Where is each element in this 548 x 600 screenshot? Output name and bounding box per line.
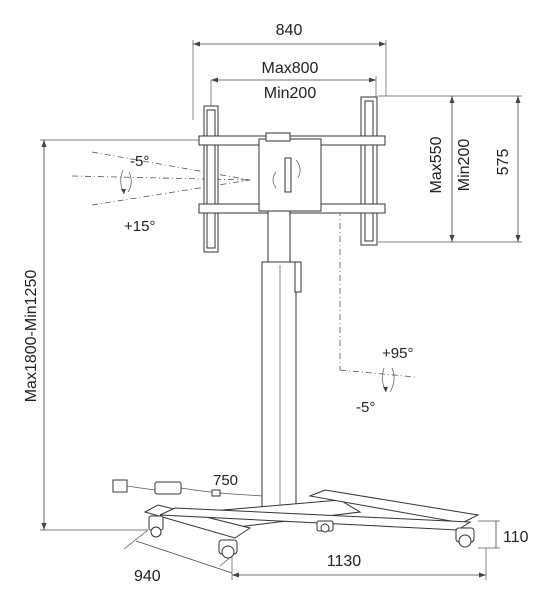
tilt-angle-indicator: -5° +15° [71,151,251,235]
column-handle [294,261,302,293]
base-depth-label: 940 [134,568,161,585]
wheel-front-right [218,539,238,559]
cord-clip [211,489,221,497]
vesa-bracket [198,96,386,253]
swivel-neg-label: -5° [356,399,375,416]
vesa-width-dimension: Max800 Min200 [210,60,377,110]
vesa-width-min-label: Min200 [264,85,317,102]
wheel-height-dimension: 110 [478,520,529,549]
bracket-height-dimension: 575 [495,96,521,242]
width-840-dimension: 840 [192,22,387,120]
plate-slot [284,157,292,193]
bracket-height-label: 575 [495,149,512,176]
base-width-label: 1130 [327,553,362,570]
right-foot [308,489,480,524]
vesa-width-max-label: Max800 [262,60,319,77]
power-plug [112,479,128,493]
height-column [261,210,302,513]
base-inner-label: 750 [213,472,238,489]
mobile-base [143,489,480,559]
column-upper-section [267,210,291,266]
vesa-height-max-label: Max550 [428,136,445,193]
vesa-height-min-label: Min200 [456,139,473,192]
total-height-label: Max1800-Min1250 [23,270,40,403]
tilt-down-label: -5° [130,153,149,170]
wheel-height-label: 110 [503,529,529,546]
total-height-dimension: Max1800-Min1250 [23,139,205,531]
left-rail-slot [206,109,216,249]
wheel-back-right [455,527,475,548]
front-crossbar [159,507,472,531]
base-depth-dimension: 940 [123,529,233,585]
swivel-angle-indicator: +95° -5° [339,210,416,416]
power-cord: 750 [112,472,263,497]
swivel-pos-label: +95° [382,345,413,362]
power-adapter [154,481,182,495]
plate-top-hook [265,132,291,142]
vesa-height-dimension: Max550 Min200 [378,95,522,243]
column-lower-section [261,261,297,513]
wheel-back-left [316,520,334,533]
tilt-up-label: +15° [124,218,155,235]
base-width-dimension: 1130 [231,548,487,580]
right-rail-slot [364,100,374,242]
width-840-label: 840 [276,22,303,39]
wheel-front-left [148,515,164,538]
